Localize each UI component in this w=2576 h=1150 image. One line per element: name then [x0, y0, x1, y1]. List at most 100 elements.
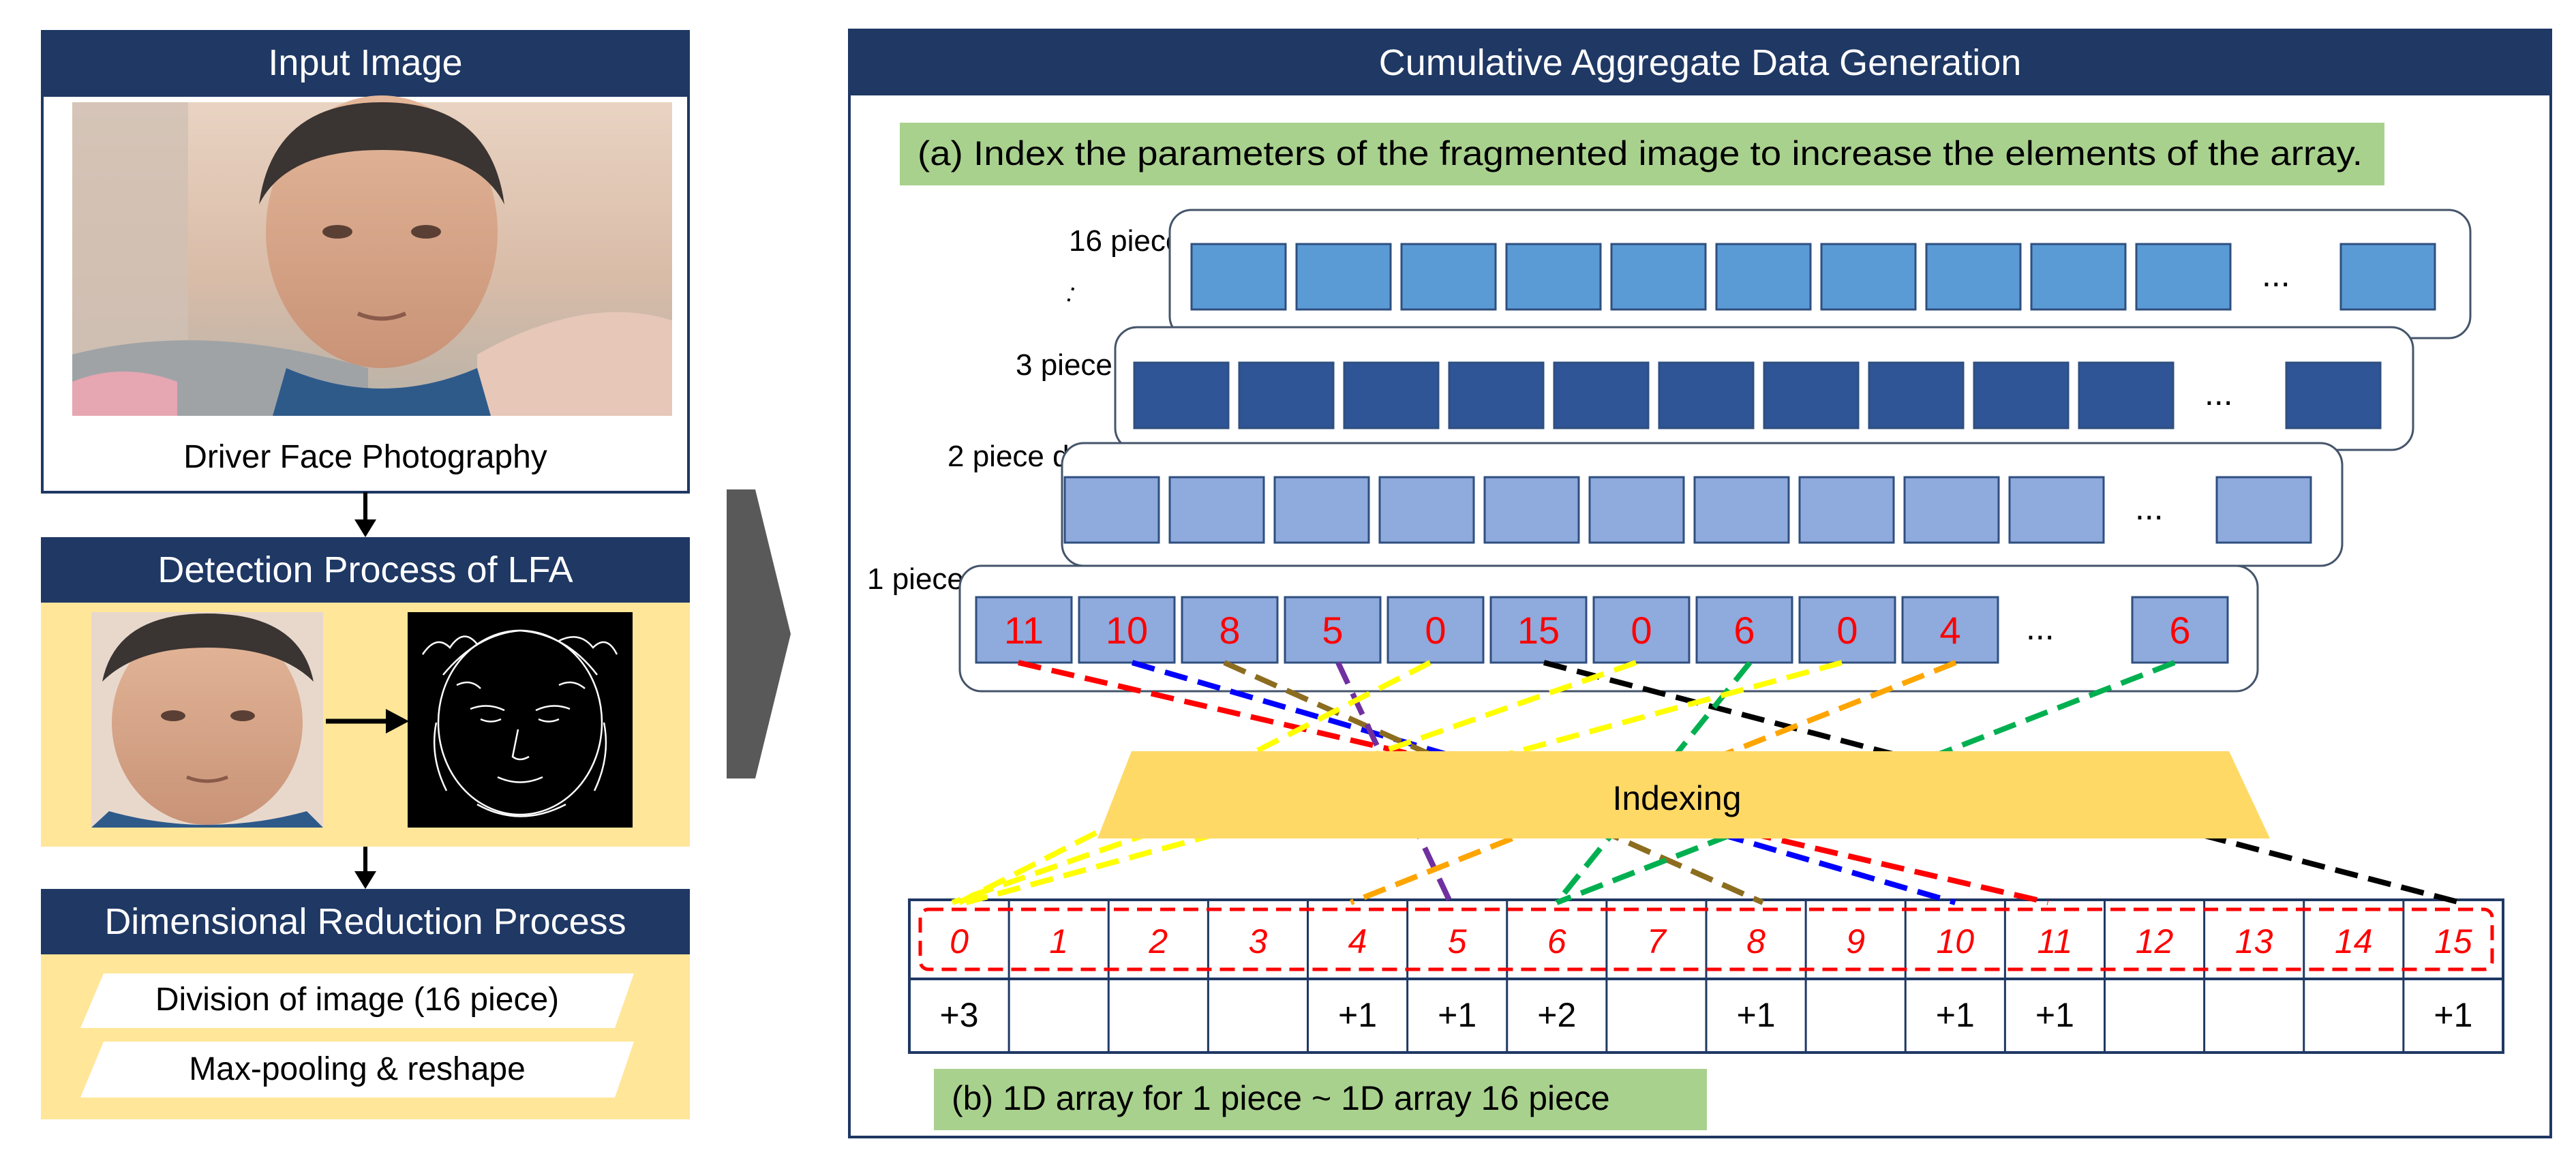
layer-1: 16 piece data...:	[1063, 209, 2472, 339]
reduction-title: Dimensional Reduction Process	[104, 901, 626, 942]
layer-2: 3 piece data...	[1016, 326, 2414, 451]
layer-cell	[1715, 243, 1812, 311]
layer-ellipsis: ...	[2262, 256, 2290, 294]
layer-cell	[2078, 361, 2175, 429]
layer-cell	[1400, 243, 1497, 311]
index-cell: 10	[1937, 922, 1975, 960]
layer-4: 1 piece data...	[867, 562, 2259, 693]
layer-cell	[1295, 243, 1392, 311]
index-cell: 6	[1547, 922, 1566, 960]
layer-cell-last	[2339, 243, 2436, 311]
layer-cell	[1133, 361, 1230, 429]
piece-value: 6	[2169, 609, 2190, 652]
piece-value: 0	[1631, 609, 1652, 652]
transition-arrow	[727, 489, 791, 778]
layer-cell	[1820, 243, 1917, 311]
count-cell: +3	[940, 996, 979, 1034]
layer-cell	[1078, 596, 1176, 664]
layer-cell	[1973, 361, 2070, 429]
layer-cell	[1925, 243, 2022, 311]
count-cell: +2	[1537, 996, 1576, 1034]
piece-value: 10	[1106, 609, 1148, 652]
piece-layers: 16 piece data...:3 piece data...2 piece …	[867, 209, 2472, 693]
index-link	[2204, 838, 2461, 905]
layer-cell	[1903, 476, 2000, 544]
count-cell: +1	[1438, 996, 1476, 1034]
layer-cell	[1343, 361, 1440, 429]
layer-cell	[2030, 243, 2127, 311]
index-link	[1554, 838, 1612, 905]
index-cell: 3	[1249, 922, 1268, 960]
piece-value: 5	[1322, 609, 1343, 652]
index-cell: 0	[950, 922, 969, 960]
index-cell: 13	[2235, 922, 2273, 960]
layer-cell	[975, 596, 1073, 664]
indexing-box	[1097, 751, 2270, 838]
index-cell: 2	[1148, 922, 1168, 960]
index-cell: 14	[2335, 922, 2373, 960]
index-row-highlight	[918, 907, 2494, 971]
layer-cell	[2008, 476, 2105, 544]
layer-ellipsis: ...	[2204, 374, 2233, 412]
reduction-step-2-box	[80, 1042, 634, 1098]
index-link	[1417, 838, 1453, 904]
layer-cell	[1190, 243, 1287, 311]
layer-cell-last	[2215, 476, 2312, 544]
arrow-down-1	[354, 492, 376, 537]
layer-3: 2 piece data...	[948, 440, 2344, 567]
arrow-right-detection	[326, 709, 409, 733]
reduction-step-2: Max-pooling & reshape	[189, 1051, 526, 1087]
layer-cell	[1868, 361, 1965, 429]
piece-value: 4	[1939, 609, 1960, 652]
note-b: (b) 1D array for 1 piece ~ 1D array 16 p…	[952, 1079, 1610, 1117]
piece-value: 15	[1517, 609, 1560, 652]
count-cell: +1	[2434, 996, 2472, 1034]
index-link	[1556, 838, 1729, 905]
layer-cell-last	[2285, 361, 2382, 429]
layer-cell	[1489, 596, 1588, 664]
layer-cell	[1695, 596, 1793, 664]
index-link	[1612, 838, 1764, 905]
count-cell: +1	[2035, 996, 2074, 1034]
layer-cell	[1592, 596, 1691, 664]
layer-cell-last	[2131, 596, 2229, 664]
index-cell: 4	[1348, 922, 1367, 960]
right-panel-header	[849, 30, 2551, 95]
index-cell: 7	[1647, 922, 1667, 960]
edge-detection-image	[408, 612, 633, 828]
layer-cell	[1273, 476, 1370, 544]
layer-cell	[1798, 596, 1896, 664]
piece-value: 8	[1219, 609, 1240, 652]
index-cell: 8	[1746, 922, 1766, 960]
right-panel-title: Cumulative Aggregate Data Generation	[1379, 42, 2022, 83]
layer-cell	[1588, 476, 1685, 544]
piece-value: 0	[1836, 609, 1858, 652]
detection-section: Detection Process of LFA	[41, 537, 690, 847]
detection-title: Detection Process of LFA	[157, 549, 573, 590]
layer-cell	[2135, 243, 2232, 311]
layer-cell	[1693, 476, 1790, 544]
index-cell: 9	[1846, 922, 1865, 960]
index-cell: 5	[1448, 922, 1467, 960]
indexing-label: Indexing	[1612, 779, 1741, 817]
driver-face-photo	[72, 95, 672, 416]
input-image-section: Input Image Driver Face Photography	[41, 30, 690, 494]
index-cell: 1	[1049, 922, 1068, 960]
layer-cell	[1378, 476, 1475, 544]
layer-cell	[1387, 596, 1485, 664]
arrow-down-2	[354, 847, 376, 889]
layer-cell	[1610, 243, 1707, 311]
layer-cell	[1763, 361, 1860, 429]
input-image-title: Input Image	[268, 42, 462, 83]
count-cell: +1	[1737, 996, 1776, 1034]
input-image-header	[41, 30, 690, 95]
index-link	[965, 838, 1211, 905]
reduction-step-1-box	[80, 973, 634, 1028]
layer-ellipsis: ...	[2135, 489, 2164, 527]
reduction-section: Dimensional Reduction Process Division o…	[41, 889, 690, 1119]
layer-cell	[1798, 476, 1895, 544]
